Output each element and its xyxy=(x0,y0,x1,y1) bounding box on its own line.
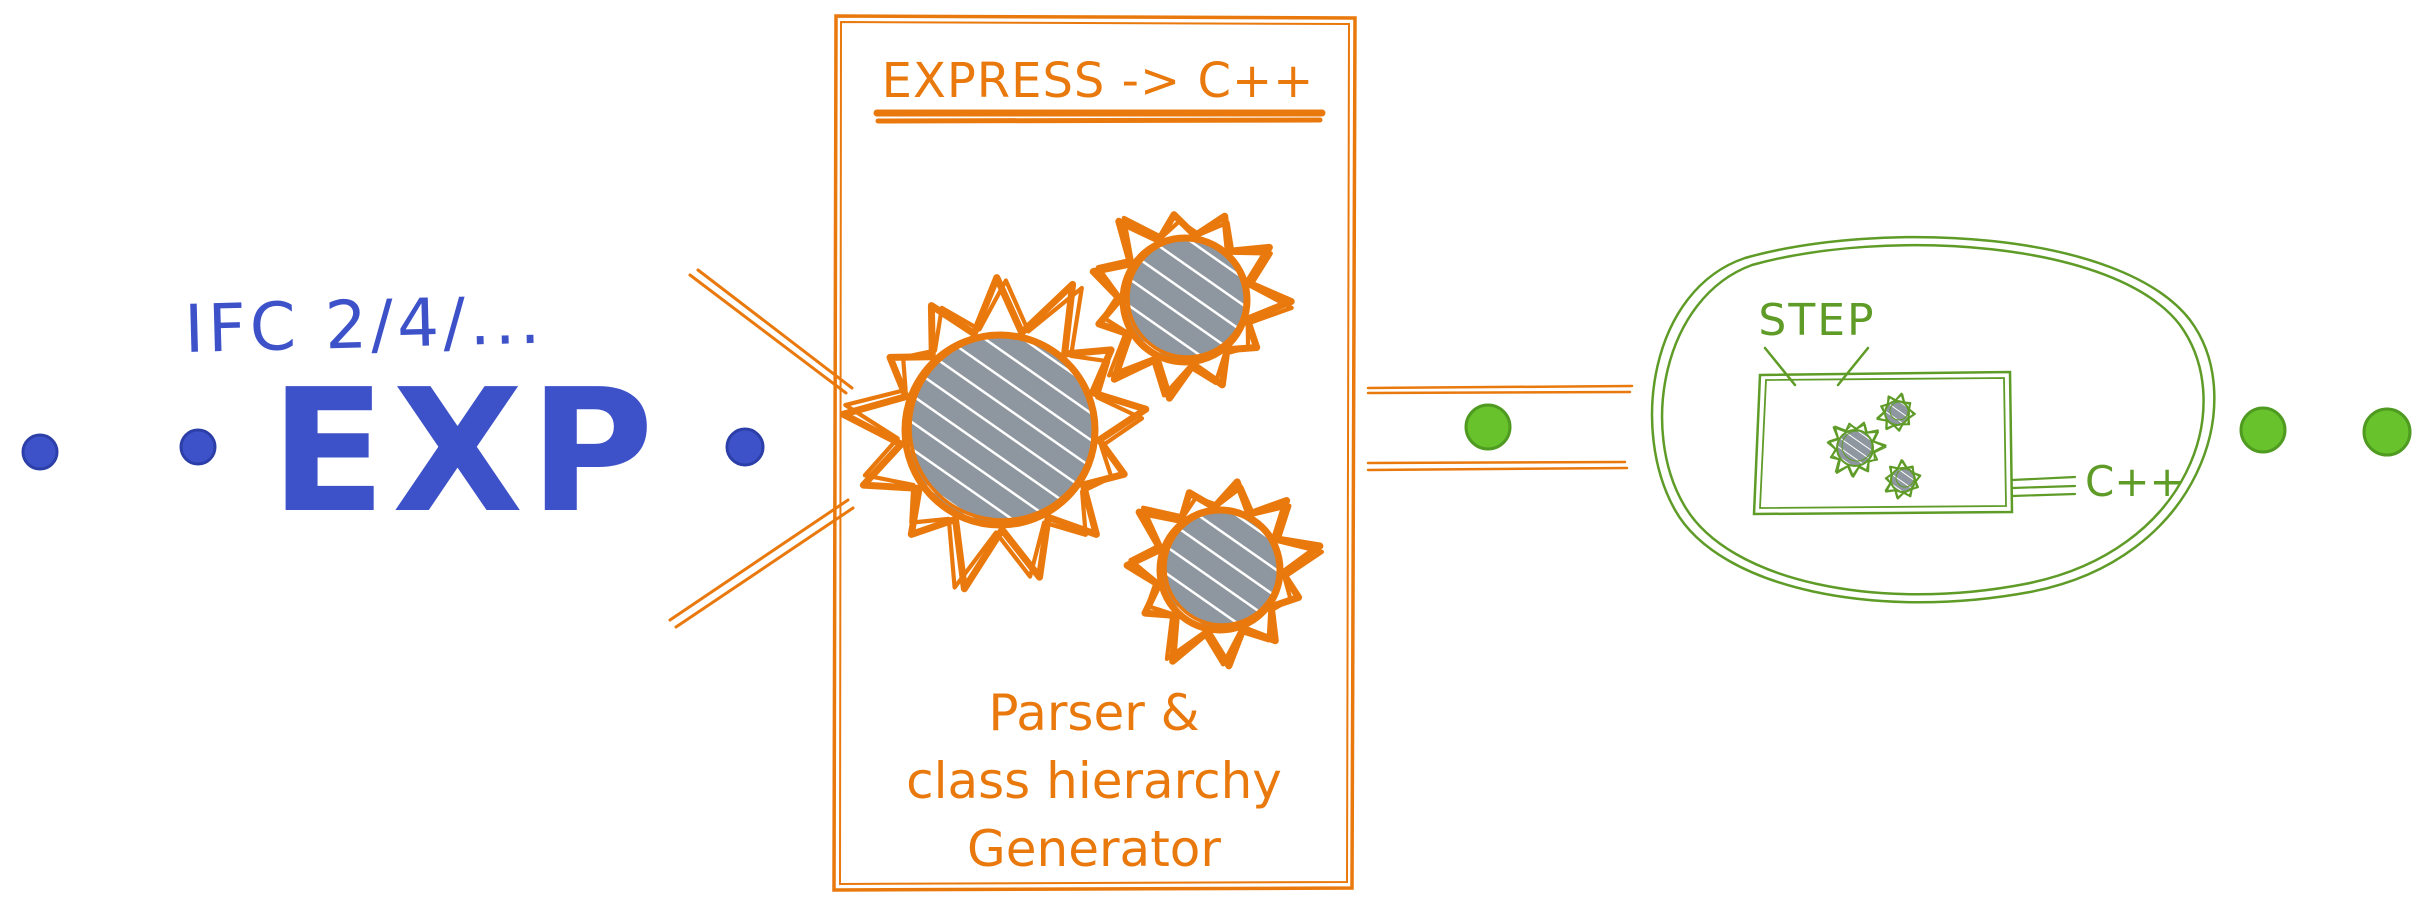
input-connector xyxy=(668,268,855,629)
step-label: STEP xyxy=(1758,295,1875,346)
exp-label: EXP xyxy=(270,353,660,551)
library-ellipse xyxy=(1650,235,2216,604)
generator-caption-line2: class hierarchy xyxy=(906,752,1282,810)
blue-dot xyxy=(21,433,59,471)
gear-icon xyxy=(1826,421,1887,478)
green-dot xyxy=(1464,403,1512,451)
generator-caption-line3: Generator xyxy=(967,820,1221,878)
green-dot xyxy=(2239,406,2287,454)
cpp-label: C++ xyxy=(2085,457,2185,506)
generator-title: EXPRESS -> C++ xyxy=(882,53,1315,109)
ifc-versions-label: IFC 2/4/... xyxy=(183,282,545,368)
gear-icon xyxy=(1884,459,1922,500)
step-leader-lines xyxy=(1763,346,1870,387)
title-underline xyxy=(873,109,1326,124)
blue-dot xyxy=(179,428,217,466)
step-box xyxy=(1752,370,2014,516)
gear-icon xyxy=(1089,211,1295,402)
gears-group xyxy=(839,211,1324,670)
gear-icon xyxy=(1876,392,1916,432)
generator-caption-line1: Parser & xyxy=(988,684,1199,742)
blue-dot xyxy=(725,427,765,467)
generator-box xyxy=(832,14,1357,892)
cpp-leader-lines xyxy=(2010,475,2077,498)
green-dot xyxy=(2362,407,2412,457)
gear-icon xyxy=(839,274,1150,593)
small-gears-group xyxy=(1826,392,1922,500)
output-connector xyxy=(1366,384,1634,472)
gear-icon xyxy=(1123,478,1324,670)
